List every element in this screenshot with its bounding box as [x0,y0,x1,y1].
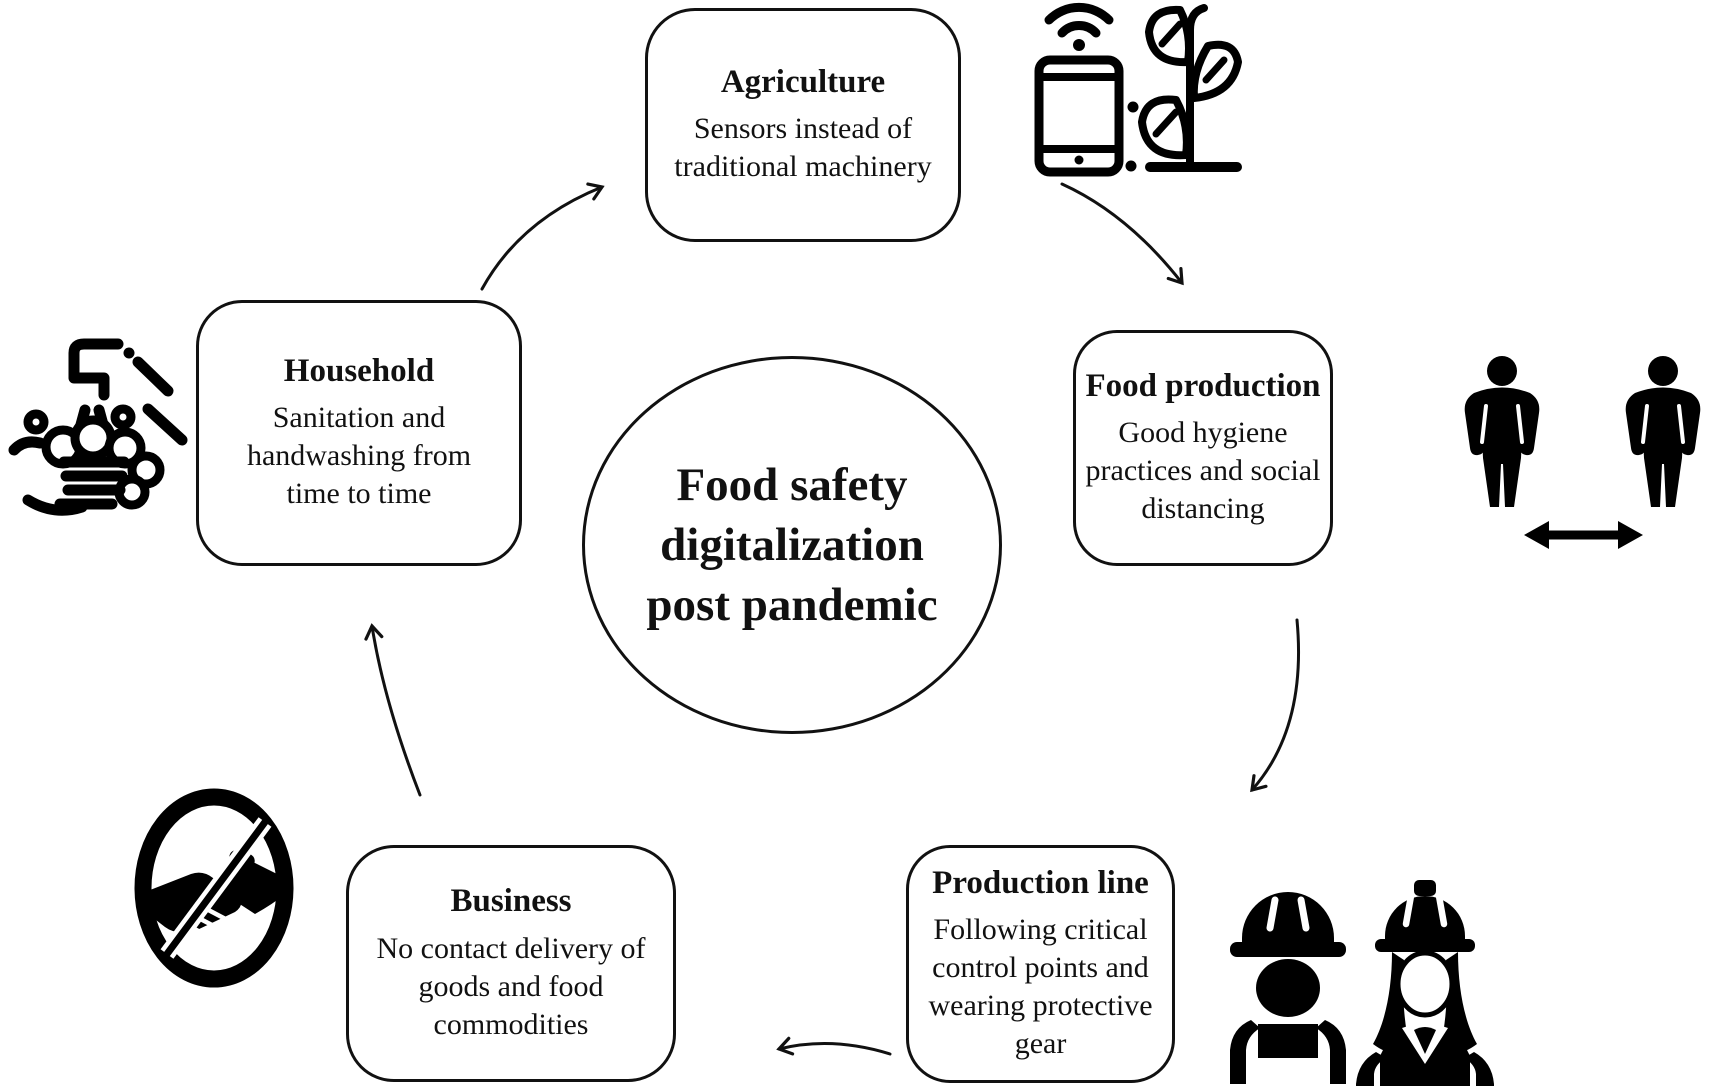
node-description: Sanitation and handwashing from time to … [246,401,472,511]
smartphone-wifi-plant-icon [1034,2,1242,177]
node-food-production: Food production Good hygiene practices a… [1073,330,1333,566]
arrow-household-to-agriculture [480,182,605,291]
arrow-food-production-to-production-line [1250,618,1301,793]
node-household: Household Sanitation and handwashing fro… [196,300,522,566]
node-title: Business [450,883,572,920]
center-topic-title: Food safety digitalization post pandemic [646,458,938,632]
node-description: Sensors instead of traditional machinery [674,112,932,184]
node-description: Good hygiene practices and social distan… [1085,416,1321,526]
node-title: Production line [932,864,1149,901]
node-business: Business No contact delivery of goods an… [346,845,676,1082]
node-title: Food production [1085,367,1321,404]
person-figure [1623,354,1703,509]
no-handshake-icon [134,788,294,988]
social-distancing-icon [1462,354,1703,549]
workers-hard-hats-icon [1230,880,1494,1086]
arrow-business-to-household [364,623,422,797]
arrow-agriculture-to-food-production [1060,182,1184,286]
handwashing-icon [8,338,188,516]
node-title: Agriculture [720,63,886,100]
node-description: No contact delivery of goods and food co… [376,931,646,1041]
arrow-production-line-to-business [776,1036,892,1056]
male-worker-figure [1230,892,1346,1084]
node-production-line: Production line Following critical contr… [906,845,1175,1083]
node-agriculture: Agriculture Sensors instead of tradition… [645,8,961,242]
female-worker-figure [1356,880,1494,1086]
node-title: Household [283,352,435,389]
person-figure [1462,354,1542,509]
distance-double-arrow [1524,521,1643,549]
center-topic-ellipse: Food safety digitalization post pandemic [582,356,1002,734]
node-description: Following critical control points and we… [928,912,1153,1061]
